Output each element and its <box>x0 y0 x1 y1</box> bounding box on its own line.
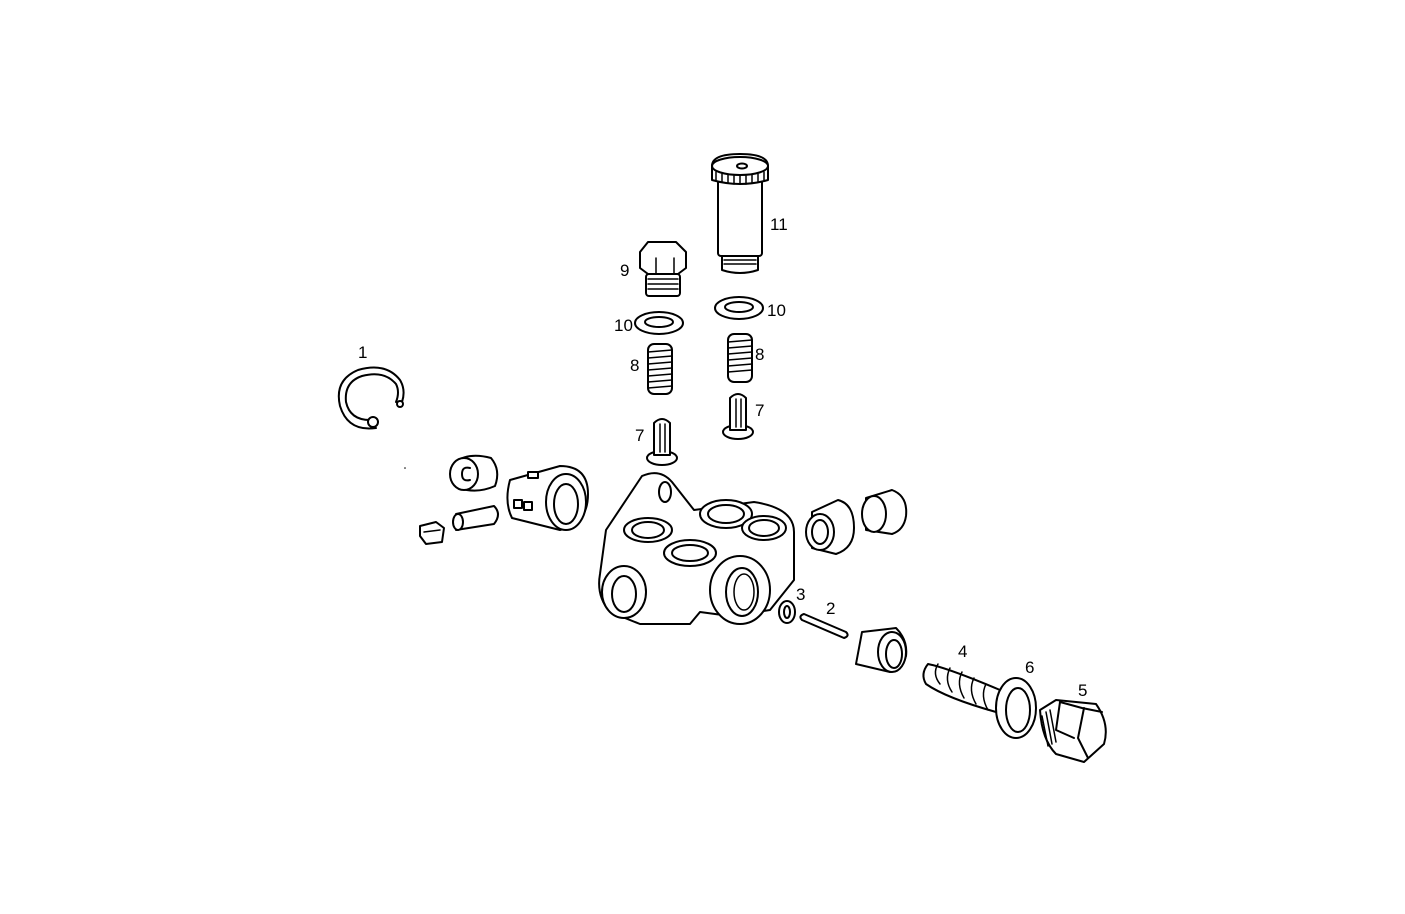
part-7-valves <box>646 393 754 466</box>
pump-housing-body <box>598 472 795 625</box>
callout-9: 9 <box>620 261 630 280</box>
part-6-sealing-washer <box>995 677 1037 739</box>
part-4-spring <box>922 663 1003 713</box>
right-fittings <box>805 489 908 555</box>
valve-sleeve <box>855 627 908 673</box>
callout-10-left: 10 <box>614 316 633 335</box>
callout-2: 2 <box>826 599 836 618</box>
callout-7-right: 7 <box>755 401 765 420</box>
callout-10-right: 10 <box>767 301 786 320</box>
callout-5: 5 <box>1078 681 1088 700</box>
left-small-parts <box>419 454 589 545</box>
part-8-springs <box>647 333 753 395</box>
callout-4: 4 <box>958 642 968 661</box>
callout-8-left: 8 <box>630 356 640 375</box>
callout-7-left: 7 <box>635 426 645 445</box>
callout-8-right: 8 <box>755 345 765 364</box>
callout-3: 3 <box>796 585 806 604</box>
part-5-hex-plug <box>1039 699 1107 763</box>
part-10-washers <box>634 296 764 335</box>
callout-11: 11 <box>770 215 788 234</box>
part-3-o-ring <box>778 600 796 624</box>
part-9-hex-screw-plug <box>639 241 687 297</box>
callout-6: 6 <box>1025 658 1035 677</box>
part-2-pin <box>799 613 849 639</box>
part-1-circlip <box>337 366 405 430</box>
part-11-hand-primer-pump <box>711 153 769 274</box>
callout-1: 1 <box>358 343 368 362</box>
